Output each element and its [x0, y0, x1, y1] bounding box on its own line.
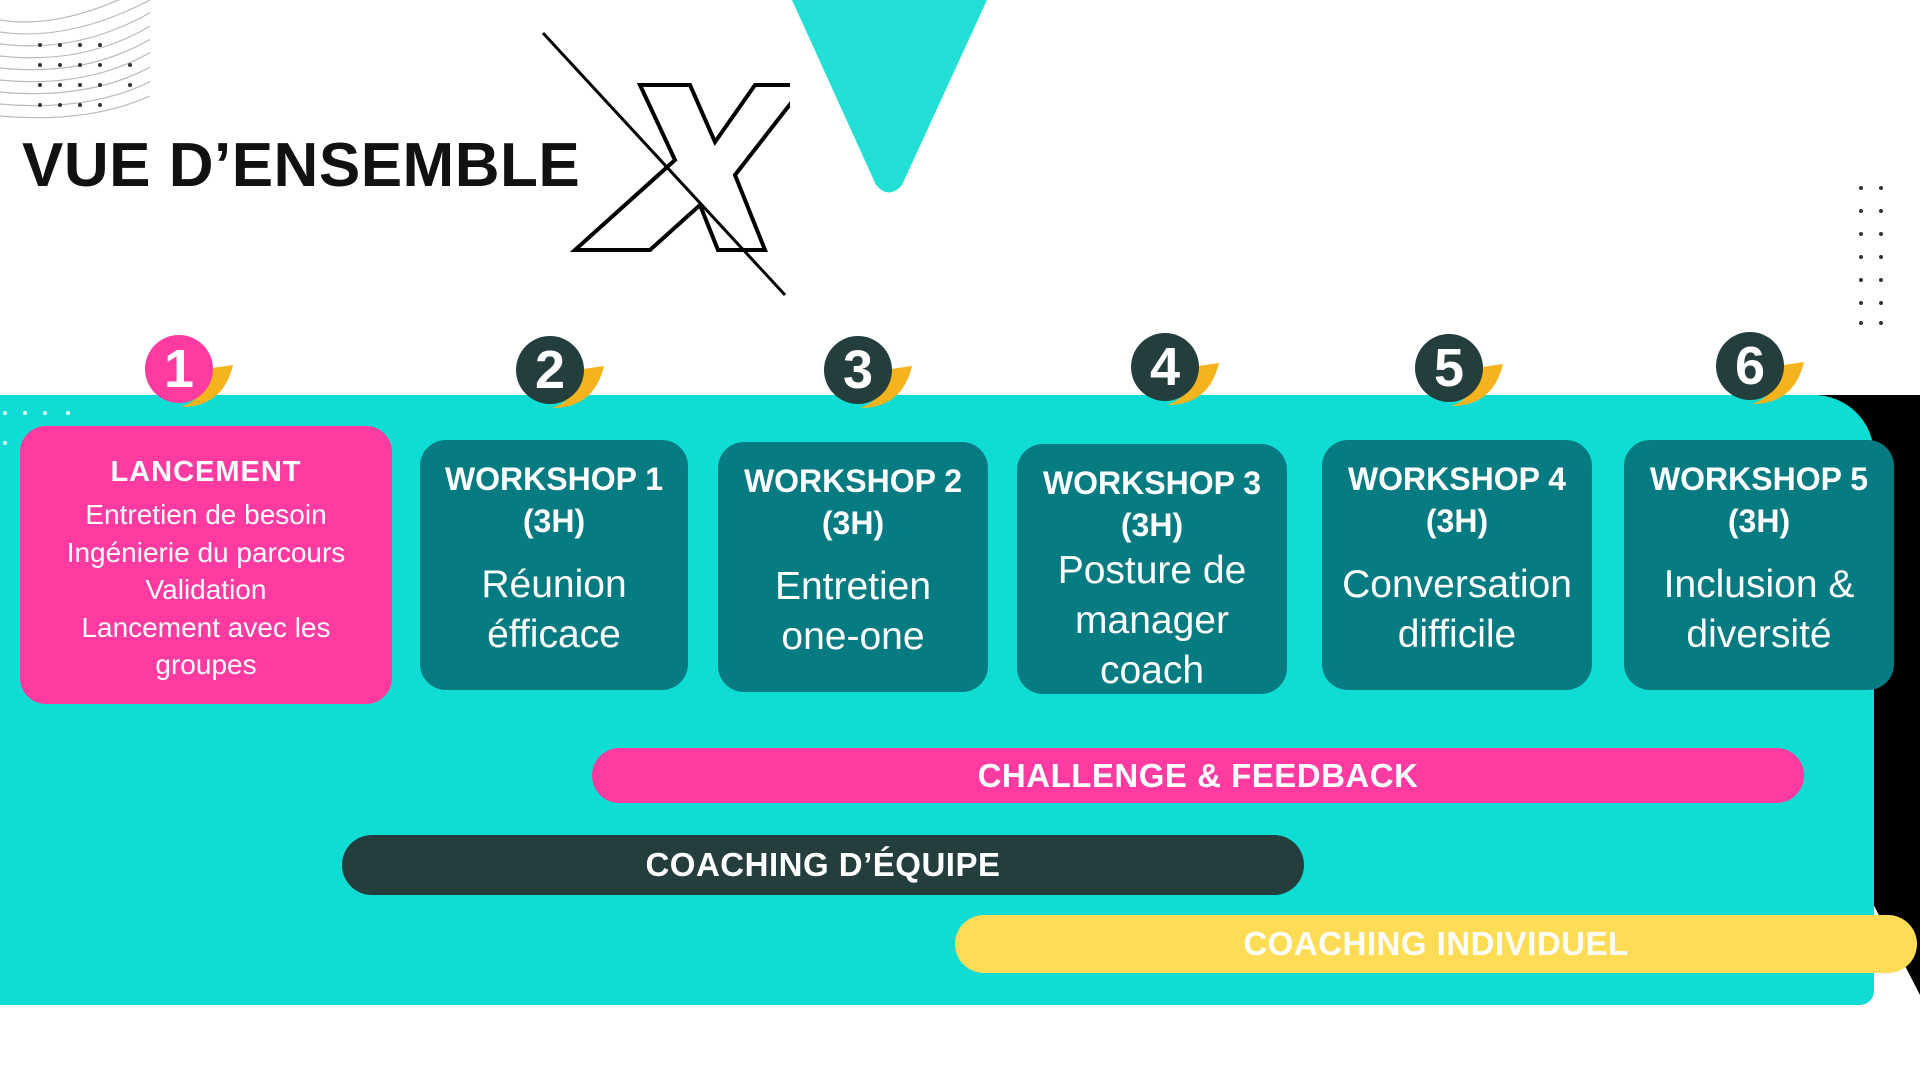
dot-grid-decoration [38, 43, 132, 107]
step-badge-3: 3 [824, 336, 916, 416]
card-duration: (3H) [1425, 503, 1489, 539]
step-badge-6: 6 [1716, 332, 1808, 412]
card-desc-line: coach [1099, 649, 1205, 692]
step-badge-2: 2 [516, 336, 608, 416]
step-number: 3 [824, 336, 892, 404]
challenge-feedback-bar: CHALLENGE & FEEDBACK [592, 748, 1804, 803]
step-number: 5 [1415, 334, 1483, 402]
card-duration: (3H) [821, 505, 885, 541]
card-title: WORKSHOP 2 [743, 463, 963, 499]
card-line: Entretien de besoin [85, 499, 327, 530]
card-duration: (3H) [1120, 507, 1184, 543]
step-badge-5: 5 [1415, 334, 1507, 414]
x-logo-icon [541, 31, 790, 297]
card-desc-line: Conversation [1342, 563, 1572, 606]
step-number: 6 [1716, 332, 1784, 400]
line-pattern-decoration [0, 0, 150, 119]
card-title: WORKSHOP 3 [1042, 465, 1262, 501]
step-badge-4: 4 [1131, 333, 1223, 413]
step-card-workshop-3: WORKSHOP 3 (3H) Posture de manager coach [1017, 444, 1287, 694]
card-line: Validation [145, 574, 267, 605]
card-title: LANCEMENT [110, 456, 302, 488]
card-desc-line: one-one [781, 615, 925, 658]
card-desc-line: difficile [1397, 613, 1517, 656]
card-description: Inclusion & diversité [1624, 560, 1894, 660]
card-desc-line: Inclusion & [1663, 563, 1855, 606]
step-card-workshop-5: WORKSHOP 5 (3H) Inclusion & diversité [1624, 440, 1894, 690]
step-number: 1 [145, 335, 213, 403]
step-card-lancement: LANCEMENT Entretien de besoin Ingénierie… [20, 426, 392, 704]
coaching-equipe-bar: COACHING D’ÉQUIPE [342, 835, 1304, 895]
card-description: Conversation difficile [1322, 560, 1592, 660]
card-duration: (3H) [1727, 503, 1791, 539]
card-duration: (3H) [522, 503, 586, 539]
card-desc-line: manager [1075, 599, 1229, 642]
card-line: Lancement avec les [81, 611, 331, 643]
card-desc-line: Entretien [774, 565, 932, 608]
card-title: WORKSHOP 5 [1649, 461, 1869, 497]
card-desc-line: éfficace [487, 613, 621, 656]
card-desc-line: diversité [1686, 613, 1832, 656]
coaching-individuel-bar: COACHING INDIVIDUEL [955, 915, 1917, 973]
card-line: Ingénierie du parcours [66, 536, 346, 568]
card-description: Posture de manager coach [1017, 546, 1287, 696]
step-badge-1: 1 [145, 335, 237, 415]
step-card-workshop-2: WORKSHOP 2 (3H) Entretien one-one [718, 442, 988, 692]
dot-grid-decoration-right [1859, 186, 1883, 325]
card-title: WORKSHOP 1 [444, 461, 664, 497]
card-desc-line: Posture de [1057, 549, 1247, 592]
step-card-workshop-1: WORKSHOP 1 (3H) Réunion éfficace [420, 440, 688, 690]
card-line: groupes [155, 649, 257, 680]
teal-triangle-decoration [792, 0, 987, 193]
card-description: Entretien one-one [718, 562, 988, 662]
step-card-workshop-4: WORKSHOP 4 (3H) Conversation difficile [1322, 440, 1592, 690]
page-title: VUE D’ENSEMBLE [22, 131, 581, 200]
step-number: 2 [516, 336, 584, 404]
step-number: 4 [1131, 333, 1199, 401]
card-description: Réunion éfficace [420, 560, 688, 660]
card-title: WORKSHOP 4 [1347, 461, 1567, 497]
card-desc-line: Réunion [481, 563, 627, 606]
